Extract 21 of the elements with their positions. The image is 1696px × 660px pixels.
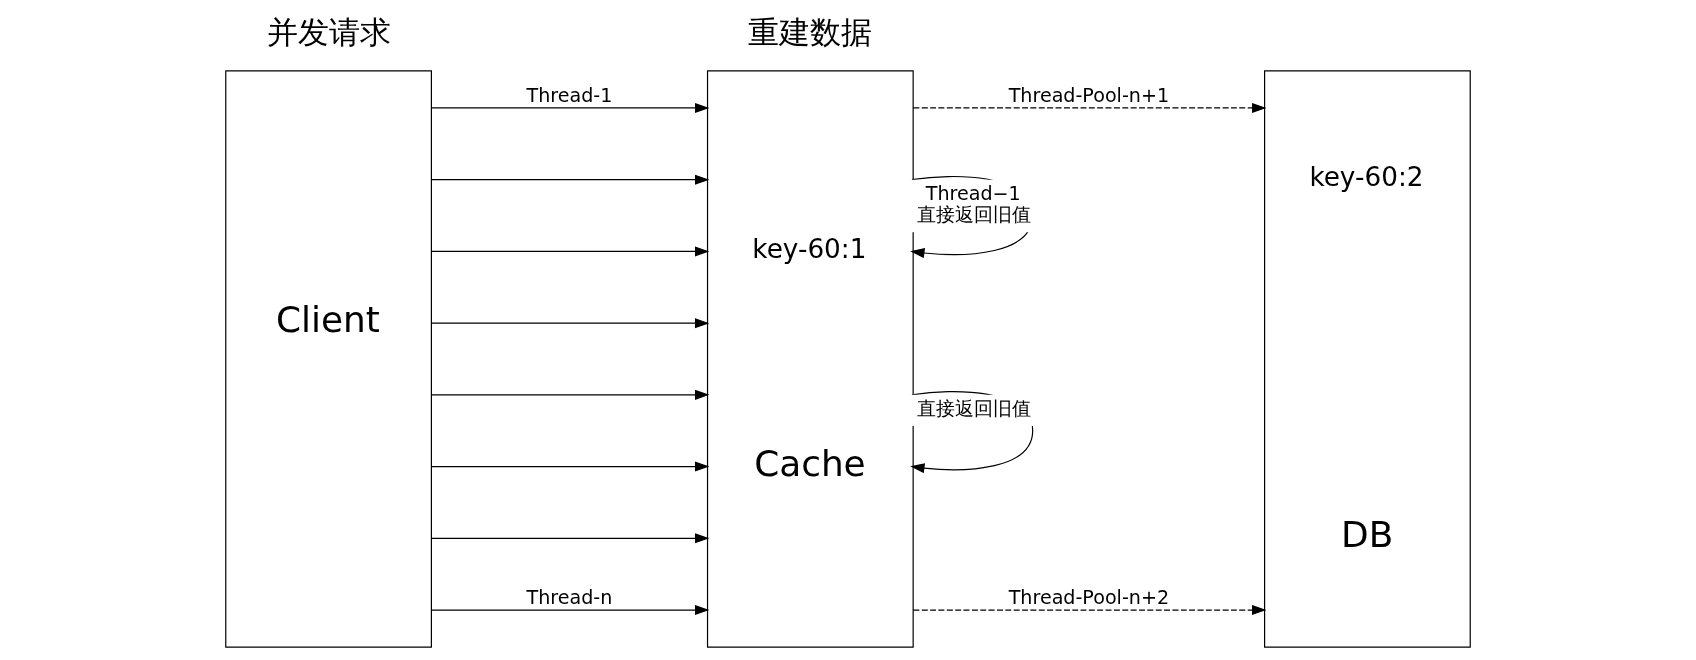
- label: 重建数据: [748, 13, 873, 50]
- arrow: [912, 102, 1267, 113]
- edge-label: Thread-Pool-n+2: [1008, 585, 1170, 609]
- node-box: key-60:2 DB: [1264, 70, 1471, 648]
- edge-label: Thread-1: [526, 83, 613, 107]
- arrow: [430, 461, 710, 472]
- arrow: [430, 389, 710, 400]
- label: 并发请求: [266, 13, 391, 50]
- arrow: [430, 102, 710, 113]
- arrow: [430, 605, 710, 616]
- edge-label: 直接返回旧值: [917, 396, 1032, 420]
- arrow: [430, 533, 710, 544]
- arrow: [430, 174, 710, 185]
- edge-label: Thread-n: [526, 585, 613, 609]
- node-box: key-60:1 Cache: [706, 70, 914, 648]
- arrow: [430, 318, 710, 329]
- edge-label: Thread−1 直接返回旧值: [917, 181, 1032, 227]
- arrow: [912, 605, 1267, 616]
- arrow: [430, 246, 710, 257]
- edge-label: Thread-Pool-n+1: [1008, 83, 1170, 107]
- node-box: Client: [225, 70, 432, 648]
